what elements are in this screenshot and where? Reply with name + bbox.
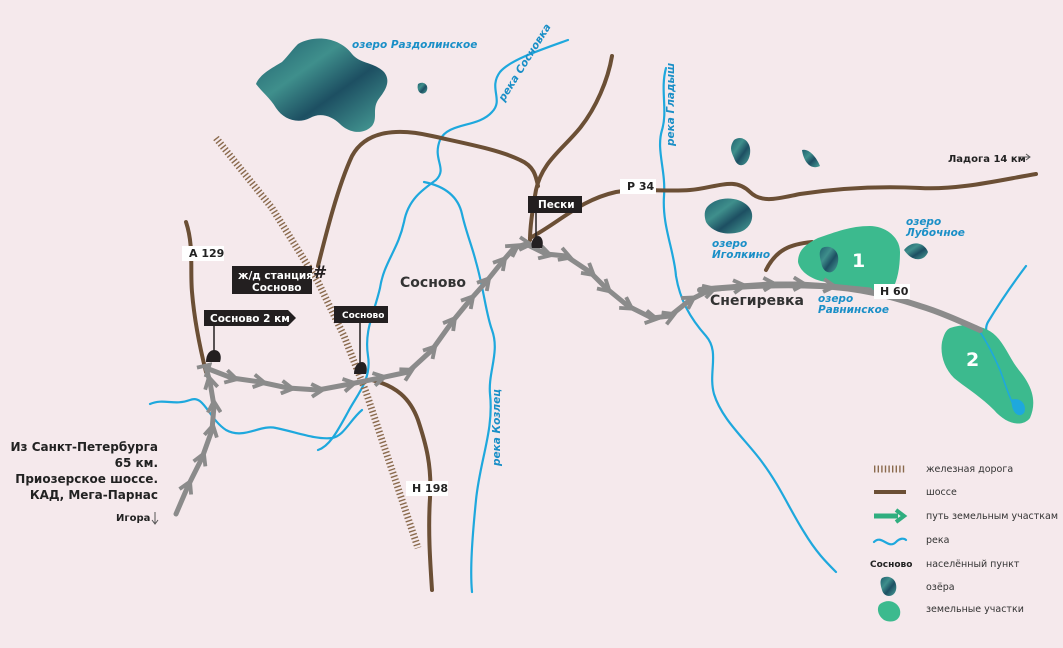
river-label-gladysh: река Гладыш — [665, 63, 677, 147]
legend-river-label: река — [926, 535, 949, 546]
legend-plot-label: земельные участки — [926, 604, 1024, 615]
info-line-1: Из Санкт-Петербурга — [11, 440, 159, 454]
plot-number-2: 2 — [966, 349, 979, 371]
plot-number-1: 1 — [852, 250, 865, 272]
lake-small-1 — [417, 82, 428, 94]
legend-railway-label: железная дорога — [926, 464, 1013, 475]
road-label-n60: Н 60 — [880, 285, 909, 298]
info-line-4: КАД, Мега-Парнас — [30, 488, 158, 502]
arrow-right-icon — [1018, 153, 1031, 161]
lake-label-igolkino-2: Иголкино — [712, 249, 770, 261]
lake-label-ravninskoe-1: озеро — [818, 293, 853, 305]
pin-sosnovo-2km-icon — [206, 350, 221, 362]
legend-route-arrow-icon — [894, 508, 908, 524]
road-label-n60-box — [874, 284, 910, 299]
highway-n60 — [697, 282, 983, 333]
land-plot-1 — [798, 226, 900, 291]
pin-peski-icon — [531, 236, 543, 248]
legend-settlement-label: населённый пункт — [926, 559, 1020, 570]
lake-small-2 — [731, 137, 751, 166]
legend-lake-icon — [880, 576, 897, 596]
marker-station-label-2: Сосново — [252, 282, 301, 294]
marker-sosnovo-label: Сосново — [342, 311, 384, 321]
lake-small-3 — [802, 149, 820, 168]
marker-peski-label: Пески — [538, 199, 575, 211]
road-a129 — [184, 220, 208, 374]
river-kozlets — [422, 180, 496, 594]
legend-settlement-sample: Сосново — [870, 560, 912, 570]
river-small-west — [148, 397, 364, 440]
lake-igolkino — [704, 198, 753, 234]
lake-razdolinskoe — [256, 38, 388, 132]
legend-highway-label: шоссе — [926, 487, 957, 498]
markers: Пески Сосново 2 км Сосново ж/д станция С… — [204, 196, 582, 374]
lake-label-ravninskoe-2: Равнинское — [818, 304, 889, 316]
lake-label-igolkino-1: озеро — [712, 238, 747, 250]
legend-lake-label: озёра — [926, 582, 955, 593]
road-label-r34-box — [620, 179, 656, 194]
road-label-a129: А 129 — [189, 247, 224, 260]
legend-river-icon — [872, 537, 908, 546]
direction-ladoga: Ладога 14 км — [948, 154, 1026, 165]
stream-plot-2 — [975, 325, 1017, 411]
arrow-down-icon — [151, 512, 159, 525]
lake-lubochnoe — [904, 243, 928, 260]
legend-route-label: путь земельным участкам — [926, 511, 1058, 522]
road-r34 — [528, 172, 1038, 240]
route-info: Из Санкт-Петербурга 65 км. Приозерское ш… — [11, 440, 159, 502]
road-label-n198-box — [406, 481, 448, 496]
route — [173, 244, 983, 517]
marker-station-box[interactable] — [232, 266, 312, 294]
info-line-2: 65 км. — [115, 456, 158, 470]
roads — [184, 54, 1038, 592]
pin-sosnovo-icon — [354, 362, 367, 374]
lake-label-lubochnoe-2: Лубочное — [905, 227, 965, 239]
lake-label-razdolinskoe: озеро Раздолинское — [352, 39, 477, 51]
road-label-r34: Р 34 — [627, 180, 655, 193]
pond-plot-2 — [1011, 399, 1025, 416]
info-line-3: Приозерское шоссе. — [15, 472, 158, 486]
river-label-sosnovka: река Сосновка — [496, 22, 554, 105]
road-label-n198: Н 198 — [412, 482, 448, 495]
road-label-a129-box — [182, 246, 224, 261]
lake-label-lubochnoe-1: озеро — [906, 216, 941, 228]
town-sosnovo: Сосново — [400, 275, 466, 291]
marker-sosnovo-2km-label: Сосново 2 км — [210, 313, 290, 325]
marker-peski-box[interactable] — [528, 196, 582, 213]
legend-plot-icon — [877, 601, 901, 622]
marker-station-label-1: ж/д станция — [238, 270, 313, 282]
legend: железная дорога шоссе путь земельным уча… — [870, 464, 1058, 622]
marker-sosnovo-2km-box[interactable] — [204, 310, 296, 326]
road-north-loop — [316, 129, 540, 268]
station-hash-icon: # — [313, 263, 327, 283]
direction-igora: Игора — [116, 513, 150, 524]
route-main — [173, 244, 873, 517]
town-snegirevka: Снегиревка — [710, 293, 804, 309]
road-labels: А 129 Р 34 Н 60 Н 198 — [182, 179, 910, 496]
lakes — [256, 38, 928, 260]
river-label-kozlets: река Козлец — [491, 389, 503, 467]
marker-sosnovo-box[interactable] — [334, 306, 388, 323]
railway — [213, 135, 422, 550]
road-north — [528, 54, 614, 242]
